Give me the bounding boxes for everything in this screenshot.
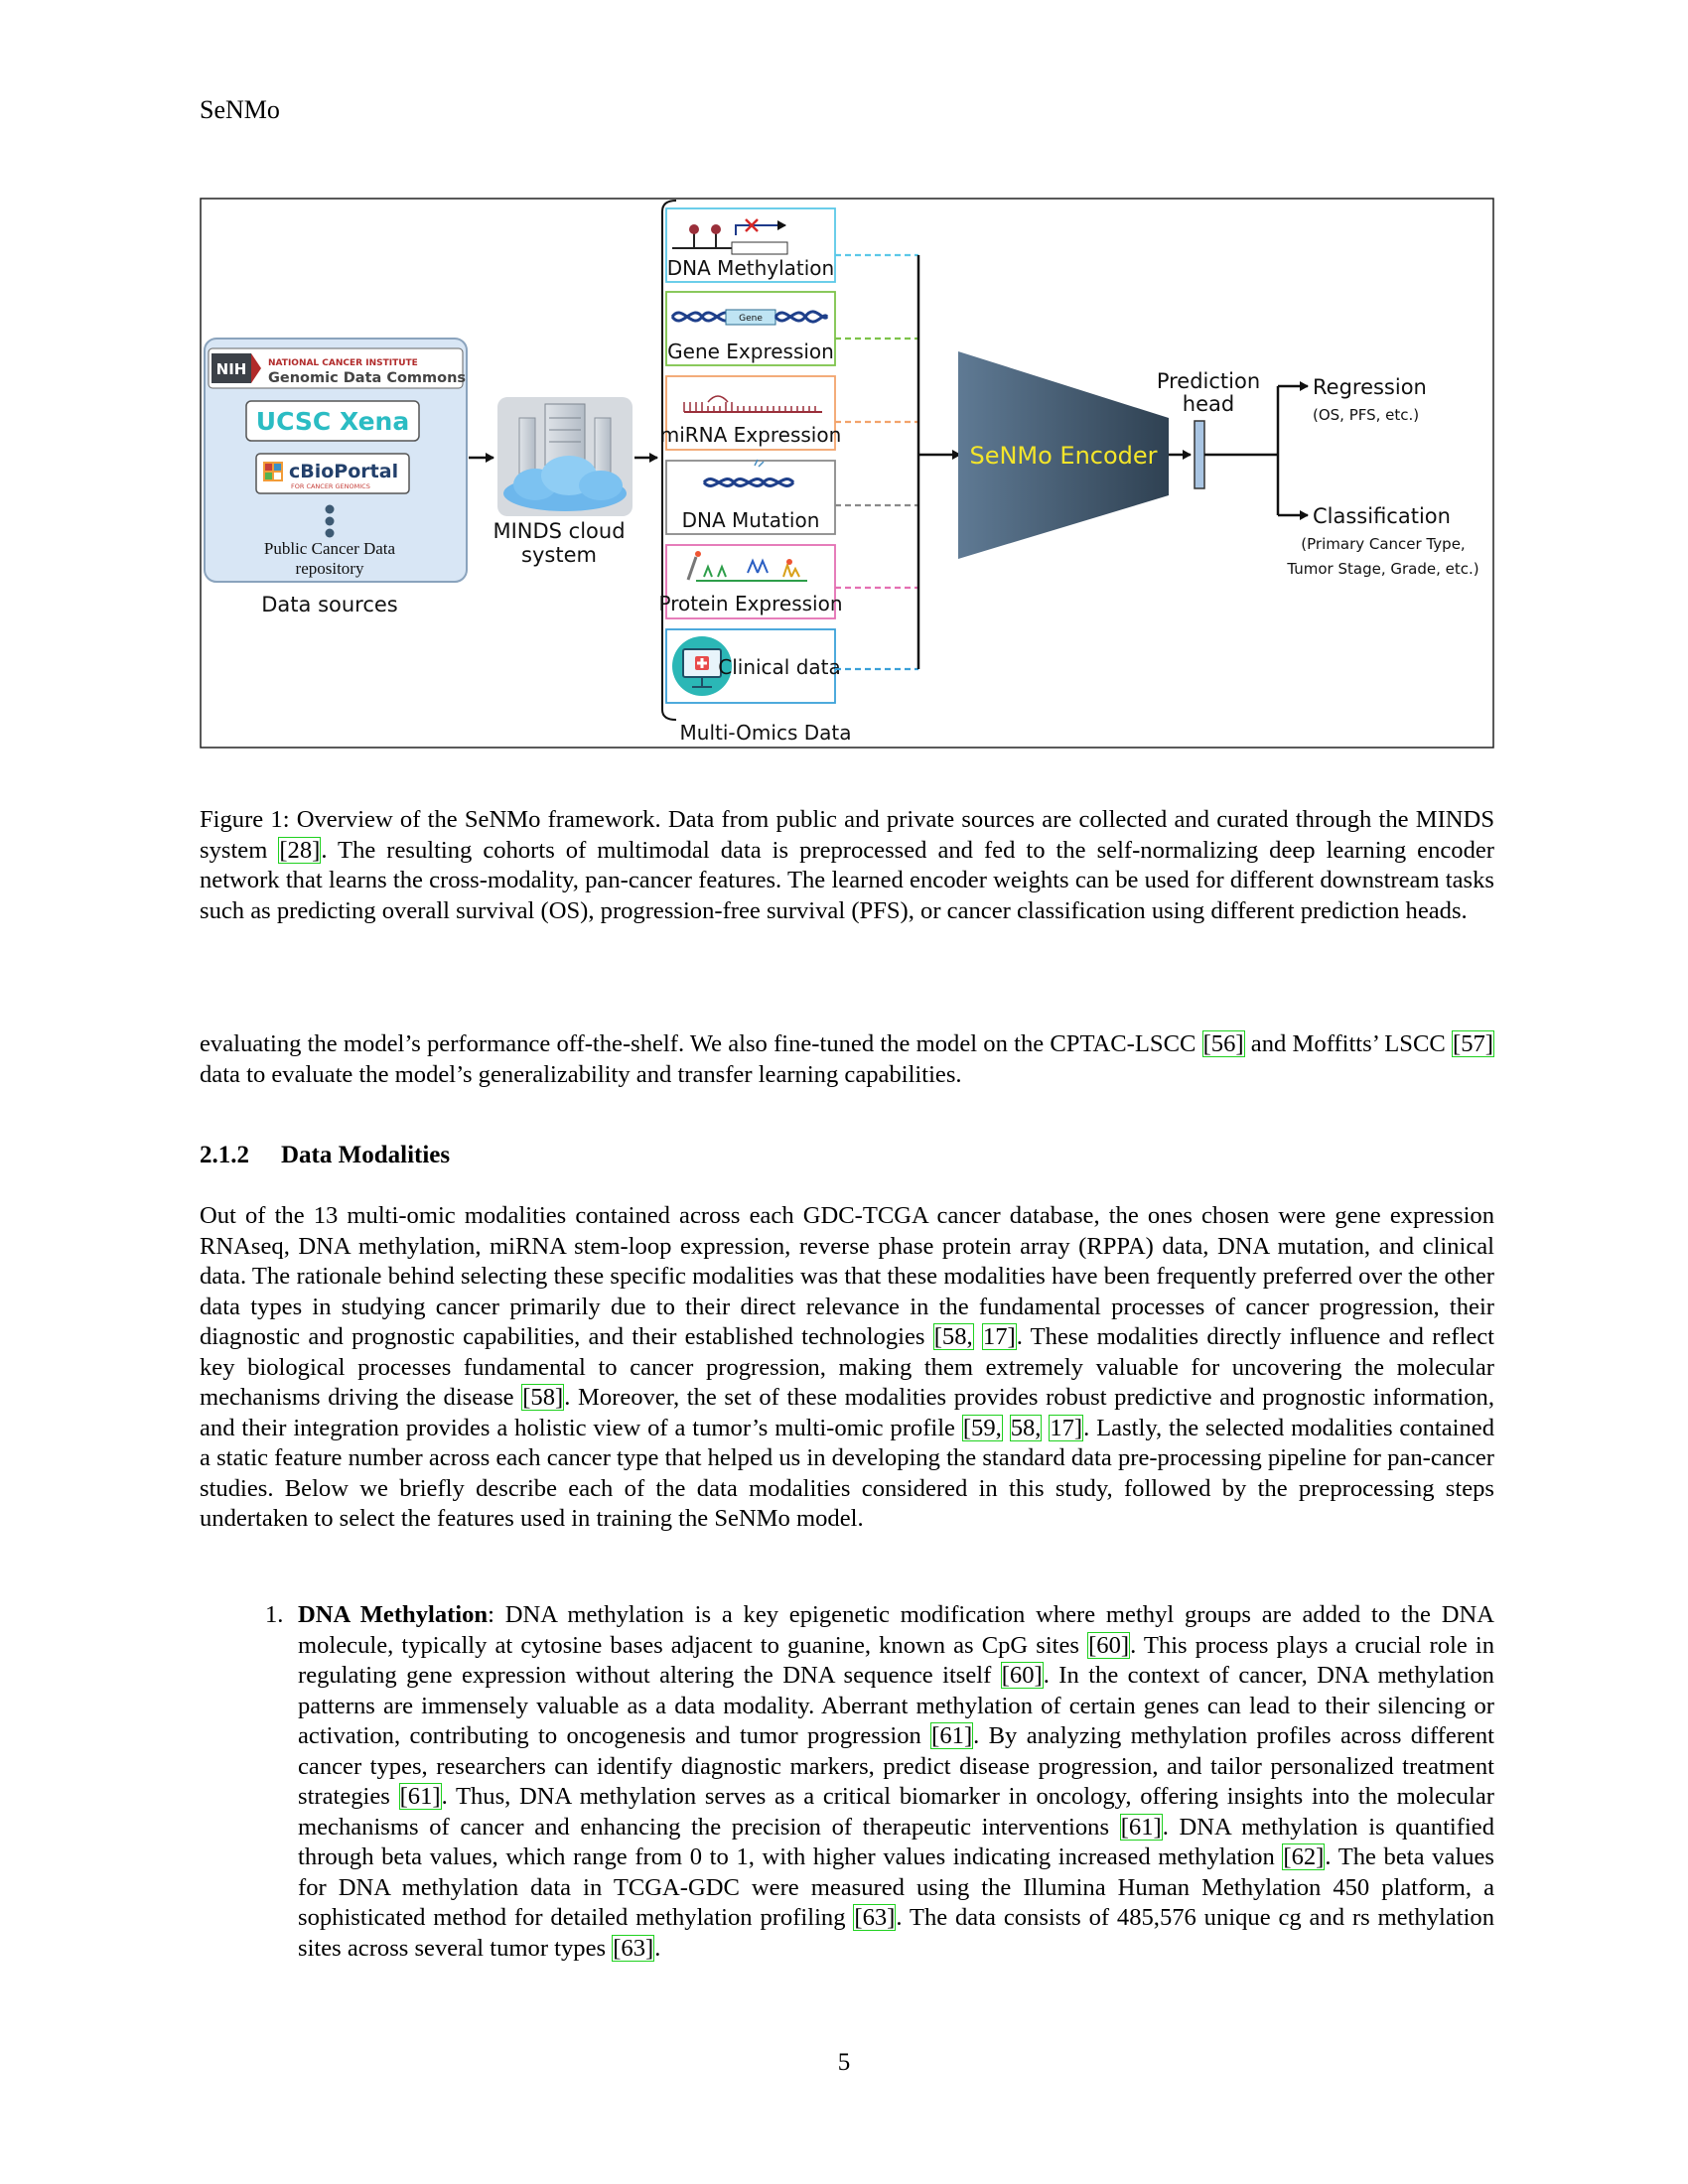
nih-badge-text: NIH	[216, 360, 247, 378]
cbioportal-sub: FOR CANCER GENOMICS	[291, 482, 370, 490]
ellipsis-dot	[325, 516, 335, 526]
classification-label: Classification	[1313, 504, 1451, 528]
citation-link[interactable]: [60]	[1000, 1662, 1044, 1689]
citation-link[interactable]: [61]	[930, 1722, 974, 1749]
cbioportal-logo	[255, 453, 410, 494]
omics-box-methylation: DNA Methylation	[665, 207, 836, 283]
regression-sub: (OS, PFS, etc.)	[1313, 406, 1419, 424]
list-text: . Thus, DNA methylation serves as a crit…	[298, 1783, 1494, 1841]
public-repo-line2: repository	[296, 559, 364, 578]
citation-link[interactable]: [60]	[1087, 1631, 1131, 1659]
list-text: .	[654, 1934, 661, 1962]
public-repo-line1: Public Cancer Data	[264, 539, 396, 558]
section-number: 2.1.2	[200, 1142, 249, 1168]
regression-label: Regression	[1313, 375, 1427, 399]
gene-tag: Gene	[739, 314, 763, 324]
section-heading: 2.1.2 Data Modalities	[200, 1142, 450, 1169]
nih-badge	[211, 353, 251, 383]
paragraph-data-modalities: Out of the 13 multi-omic modalities cont…	[200, 1201, 1494, 1535]
paragraph-text: . Lastly, the selected modalities contai…	[200, 1414, 1495, 1533]
prediction-head-line2: head	[1183, 392, 1234, 416]
citation-link[interactable]: [62]	[1282, 1843, 1326, 1870]
omics-label-mutation: DNA Mutation	[682, 508, 820, 532]
paragraph-text: . These modalities directly influence an…	[200, 1323, 1494, 1411]
classification-sub2: Tumor Stage, Grade, etc.)	[1286, 560, 1478, 578]
omics-box-mirna: miRNA Expression	[660, 375, 842, 451]
citation-link[interactable]: [63]	[853, 1904, 897, 1931]
figure-1: NIH NATIONAL CANCER INSTITUTE Genomic Da…	[200, 198, 1494, 749]
ellipsis-dot	[325, 504, 335, 514]
omics-box-mutation: DNA Mutation	[665, 459, 836, 535]
prediction-head	[1194, 420, 1205, 489]
list-term: DNA Methylation	[298, 1601, 489, 1628]
data-sources-panel: NIH NATIONAL CANCER INSTITUTE Genomic Da…	[204, 338, 468, 616]
omics-label-clinical: Clinical data	[718, 655, 841, 679]
senmo-encoder	[958, 351, 1169, 559]
minds-cloud-icon	[497, 397, 633, 516]
xena-text: UCSC Xena	[256, 407, 409, 436]
xena-logo	[245, 400, 420, 442]
citation-link[interactable]: [28]	[278, 836, 322, 864]
gdc-logo	[208, 347, 464, 389]
figure-caption: Figure 1: Overview of the SeNMo framewor…	[200, 805, 1494, 926]
prediction-head-line1: Prediction	[1157, 369, 1260, 393]
paragraph-text: evaluating the model’s performance off-t…	[200, 1030, 1202, 1057]
omics-label-gene: Gene Expression	[667, 340, 834, 363]
citation-link[interactable]: [61]	[398, 1783, 442, 1810]
citation-link[interactable]: [56]	[1201, 1030, 1245, 1057]
ellipsis-dot	[325, 528, 335, 538]
citation-link[interactable]: [58]	[521, 1384, 565, 1411]
list-text: . In the context of cancer, DNA methylat…	[298, 1662, 1494, 1749]
citation-link[interactable]: [58,	[932, 1323, 974, 1350]
list-item-dna-methylation: 1. DNA Methylation: DNA methylation is a …	[200, 1600, 1494, 1964]
citation-link[interactable]: [61]	[1119, 1813, 1163, 1841]
paragraph-text: . Moreover, the set of these modalities …	[200, 1384, 1495, 1441]
nci-line: NATIONAL CANCER INSTITUTE	[268, 358, 418, 368]
citation-link[interactable]: 17]	[981, 1323, 1017, 1350]
citation-link[interactable]: 58,	[1009, 1414, 1043, 1441]
multi-omics-label: Multi-Omics Data	[680, 721, 852, 745]
encoder-label: SeNMo Encoder	[969, 442, 1157, 470]
omics-bracket	[661, 200, 677, 721]
list-text: . The beta values for DNA methylation da…	[298, 1843, 1494, 1931]
data-sources-label: Data sources	[261, 593, 398, 616]
omics-box-gene: Gene Gene Expression	[665, 291, 836, 366]
list-text: . By analyzing methylation profiles acro…	[298, 1722, 1494, 1810]
citation-link[interactable]: [63]	[612, 1934, 655, 1962]
cbioportal-text: cBioPortal	[289, 461, 398, 482]
classification-sub1: (Primary Cancer Type,	[1301, 535, 1465, 553]
cloud-label-line1: MINDS cloud	[492, 519, 625, 543]
list-marker: 1.	[265, 1601, 284, 1628]
paragraph-continuation: evaluating the model’s performance off-t…	[200, 1029, 1494, 1090]
omics-box-protein: Protein Expression	[658, 544, 843, 619]
omics-box-clinical: Clinical data	[665, 628, 841, 704]
omics-label-protein: Protein Expression	[658, 592, 842, 615]
list-text: . This process plays a crucial role in r…	[298, 1631, 1494, 1690]
modalities-list: 1. DNA Methylation: DNA methylation is a …	[200, 1600, 1494, 1964]
omics-label-methylation: DNA Methylation	[667, 256, 834, 280]
running-head: SeNMo	[200, 95, 280, 124]
gdc-line: Genomic Data Commons	[268, 370, 466, 386]
page-number: 5	[837, 2049, 851, 2076]
citation-link[interactable]: 17]	[1049, 1414, 1084, 1441]
paragraph-text: data to evaluate the model’s generalizab…	[200, 1060, 962, 1088]
list-text: : DNA methylation is a key epigenetic mo…	[298, 1601, 1494, 1659]
list-text: . DNA methylation is quantified through …	[298, 1813, 1495, 1871]
cloud-label-line2: system	[521, 543, 597, 567]
paragraph-text: and Moffitts’ LSCC	[1244, 1030, 1453, 1057]
citation-link[interactable]: [57]	[1452, 1030, 1494, 1057]
omics-label-mirna: miRNA Expression	[660, 423, 842, 447]
caption-text: . The resulting cohorts of multimodal da…	[200, 836, 1494, 924]
list-text: . The data consists of 485,576 unique cg…	[298, 1904, 1495, 1962]
paragraph-text: Out of the 13 multi-omic modalities cont…	[200, 1202, 1494, 1350]
caption-text: Figure 1: Overview of the SeNMo framewor…	[200, 806, 1494, 864]
citation-link[interactable]: [59,	[961, 1414, 1003, 1441]
section-title: Data Modalities	[281, 1142, 451, 1168]
